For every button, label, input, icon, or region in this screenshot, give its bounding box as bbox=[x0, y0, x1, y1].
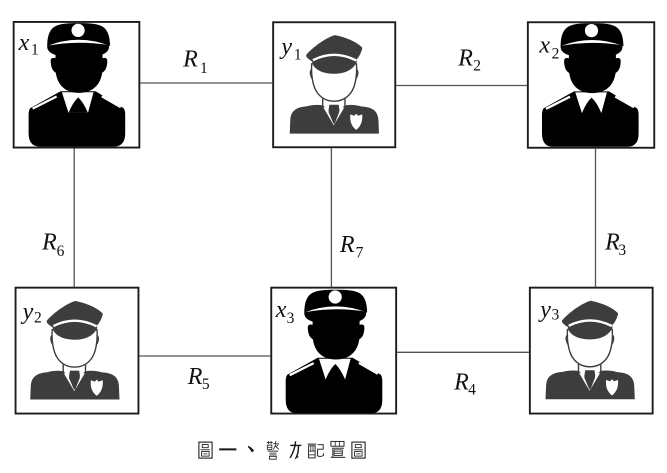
svg-text:R3: R3 bbox=[604, 229, 626, 259]
svg-text:R2: R2 bbox=[457, 45, 481, 74]
svg-text:R4: R4 bbox=[453, 370, 476, 399]
svg-text:R7: R7 bbox=[339, 232, 364, 262]
svg-text:R6: R6 bbox=[41, 230, 64, 260]
svg-text:R5: R5 bbox=[187, 364, 210, 393]
svg-text:R1: R1 bbox=[182, 47, 208, 77]
